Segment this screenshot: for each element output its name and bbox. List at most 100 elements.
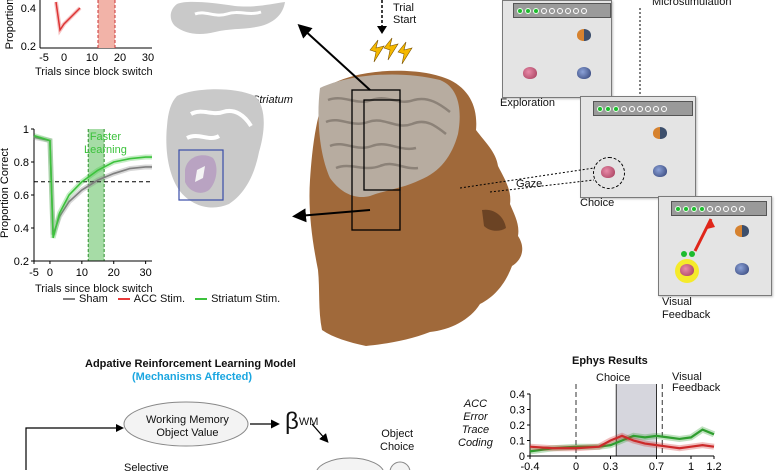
lightning-icon xyxy=(369,37,413,65)
top-chart-ytick: 0.4 xyxy=(21,3,36,15)
progress-token xyxy=(715,205,721,212)
stimulus-object xyxy=(601,166,615,178)
top-chart-ytick: 0.2 xyxy=(21,41,36,53)
x-tick-label: 0 xyxy=(573,461,579,470)
stimulus-object xyxy=(735,225,749,237)
object-choice-label: Object Choice xyxy=(380,428,415,453)
reward-token xyxy=(689,251,695,257)
progress-token xyxy=(541,7,547,14)
object-choice-node xyxy=(389,461,411,470)
faster-learning-annotation: Faster Learning xyxy=(84,131,127,156)
y-tick-label: 0.6 xyxy=(14,190,29,202)
progress-token xyxy=(629,105,635,112)
x-tick-label: -0.4 xyxy=(521,461,540,470)
exploration-label: Exploration xyxy=(500,97,556,109)
y-tick-label: 1 xyxy=(23,125,29,136)
legend-swatch-acc xyxy=(117,298,130,300)
stimulus-object xyxy=(577,29,591,41)
exploration-screen xyxy=(502,0,612,98)
progress-token xyxy=(699,205,705,212)
selective-label: Selective xyxy=(124,462,169,474)
progress-token xyxy=(731,205,737,212)
stimulus-object xyxy=(523,67,537,79)
model-subtitle: (Mechanisms Affected) xyxy=(132,371,253,383)
ephys-choice-label: Choice xyxy=(596,372,631,384)
gaze-label: Gaze xyxy=(516,178,543,190)
y-tick-label: 0.4 xyxy=(14,223,29,235)
legend-label: Sham xyxy=(79,293,108,305)
progress-token xyxy=(549,7,555,14)
progress-bar xyxy=(593,101,693,116)
arrow-to-acc xyxy=(297,23,371,91)
beta-superscript: WM xyxy=(298,416,319,428)
x-tick-label: 30 xyxy=(139,267,151,279)
series-line xyxy=(33,134,152,239)
projection-arrows xyxy=(292,23,371,223)
legend-label: Striatum Stim. xyxy=(211,293,281,305)
legend-swatch-sham xyxy=(63,298,75,300)
progress-token xyxy=(675,205,681,212)
learning-chart-xlabel: Trials since block switch xyxy=(35,283,153,295)
working-memory-label: Working Memory Object Value xyxy=(146,414,229,439)
ephys-feedback-label: Visual Feedback xyxy=(672,371,721,394)
acc-slice-icon xyxy=(170,1,285,34)
working-memory-node xyxy=(123,401,249,447)
model-title: Adpative Reinforcement Learning Model xyxy=(85,358,296,370)
choice-label: Choice xyxy=(580,197,615,209)
beta-to-choice-arrow xyxy=(311,423,329,443)
progress-token xyxy=(517,7,523,14)
microstimulation-label: Microstimulation xyxy=(652,0,732,8)
progress-token xyxy=(691,205,697,212)
gaze-circle xyxy=(593,157,625,189)
progress-token xyxy=(683,205,689,212)
brain-outline-box-inner xyxy=(363,99,401,191)
progress-token xyxy=(613,105,619,112)
trial-start-label: Trial Start xyxy=(393,2,417,26)
progress-token xyxy=(573,7,579,14)
beta-glyph: β xyxy=(285,408,299,435)
y-tick-label: 0 xyxy=(519,451,525,463)
series-line xyxy=(529,434,715,450)
x-tick-label: 10 xyxy=(76,267,88,279)
x-tick-label: 0.7 xyxy=(649,461,664,470)
stimulus-object xyxy=(577,67,591,79)
stimulus-object xyxy=(653,165,667,177)
legend-swatch-striatum xyxy=(195,298,208,300)
stimulus-object xyxy=(680,264,694,276)
progress-token xyxy=(557,7,563,14)
y-tick-label: 0.2 xyxy=(510,420,525,432)
striatum-slice-icon xyxy=(166,89,264,208)
progress-token xyxy=(525,7,531,14)
choice-screen xyxy=(580,96,696,198)
highlight-band xyxy=(88,129,105,261)
learning-chart-ylabel: Proportion Correct xyxy=(0,148,11,238)
top-chart-highlight xyxy=(98,0,115,48)
feedback-screen xyxy=(658,196,772,296)
ephys-ylabel: ACC Error Trace Coding xyxy=(458,398,493,450)
gaze-dotted-line xyxy=(460,167,595,193)
top-chart-xtick: 20 xyxy=(114,52,126,62)
progress-token xyxy=(723,205,729,212)
top-chart-xtick: -5 xyxy=(39,52,49,62)
progress-token xyxy=(605,105,611,112)
arrow-to-striatum xyxy=(292,208,371,223)
striatum-roi-box xyxy=(178,149,224,201)
microstim-dotted-line xyxy=(639,8,641,94)
progress-token xyxy=(597,105,603,112)
y-tick-label: 0.2 xyxy=(14,256,29,268)
progress-token xyxy=(661,105,667,112)
progress-token xyxy=(653,105,659,112)
top-chart-xtick: 10 xyxy=(86,52,98,62)
progress-token xyxy=(581,7,587,14)
y-tick-label: 0.8 xyxy=(14,157,29,169)
ephys-ylabel-text: ACC Error Trace Coding xyxy=(458,398,493,449)
model-diagram xyxy=(25,401,411,470)
monkey-head-illustration xyxy=(309,70,523,347)
progress-token xyxy=(645,105,651,112)
microstim-indicator xyxy=(369,0,413,65)
chart-legend: Sham ACC Stim. Striatum Stim. xyxy=(63,293,280,305)
beta-symbol: βWM xyxy=(285,410,318,434)
reward-token xyxy=(681,251,687,257)
